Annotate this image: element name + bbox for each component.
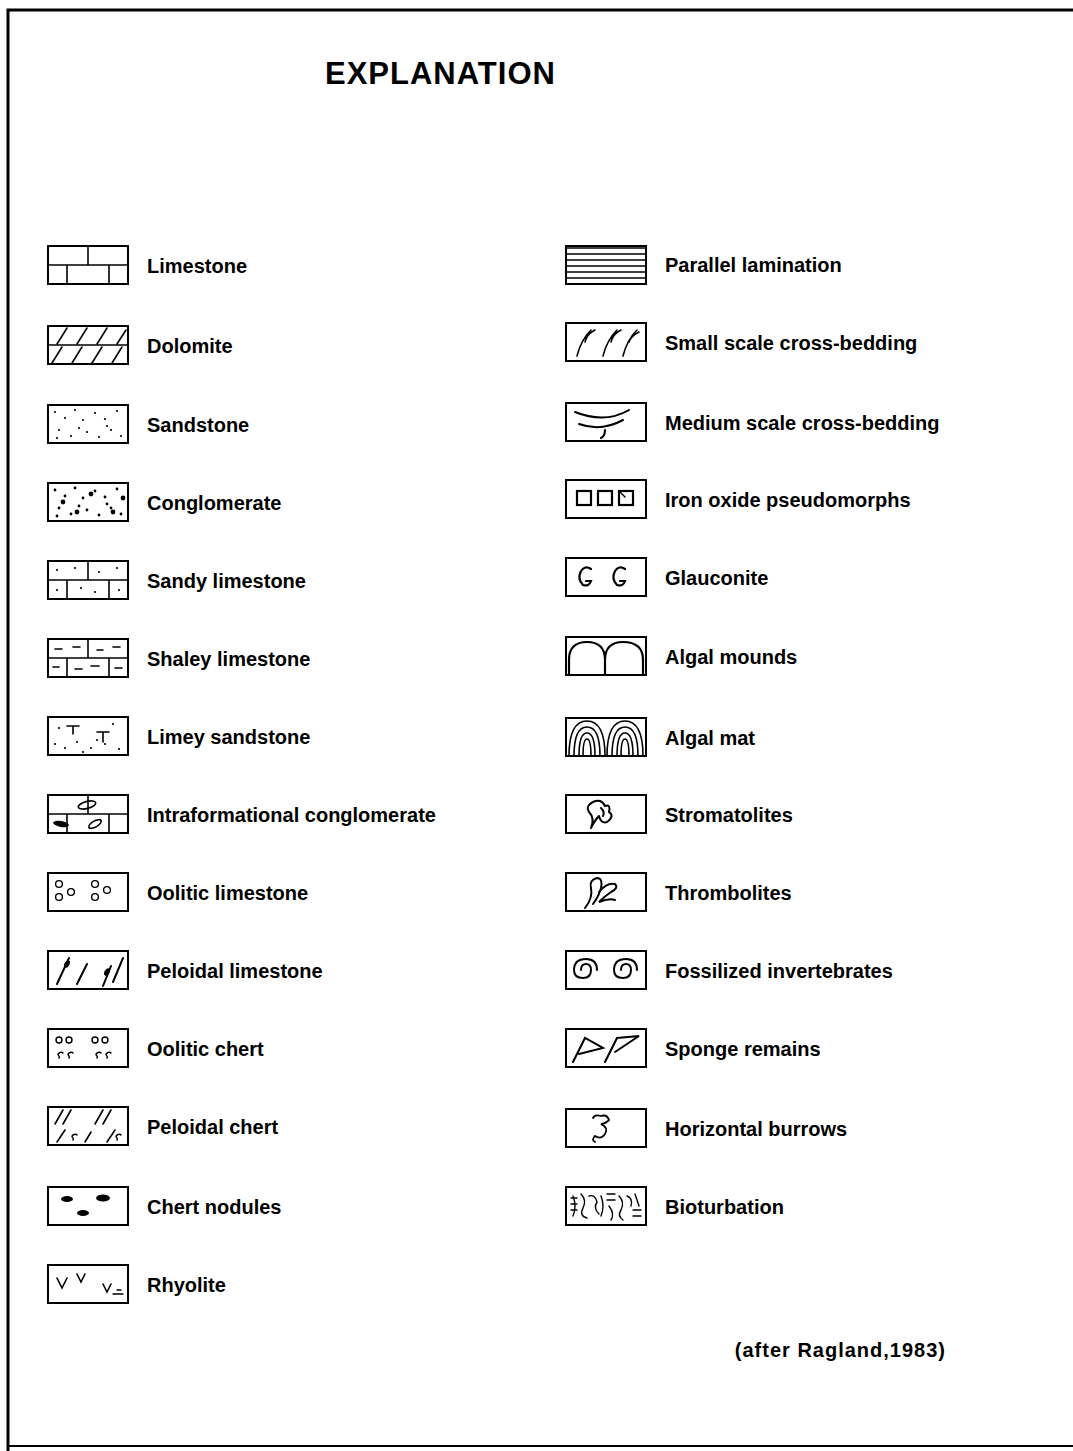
legend-text: Stromatolites (665, 794, 793, 836)
legend-swatch (565, 1028, 648, 1070)
legend-row: Glauconite (565, 557, 772, 599)
legend-swatch (47, 1264, 130, 1306)
legend-swatch (47, 404, 130, 446)
legend-row: Peloidal chert (47, 1106, 282, 1148)
legend-text: Limestone (147, 245, 247, 287)
legend-swatch (565, 244, 648, 286)
legend-row: Medium scale cross-bedding (565, 402, 944, 444)
legend-swatch (47, 872, 130, 914)
legend-text: Chert nodules (147, 1186, 281, 1228)
legend-row: Bioturbation (565, 1186, 788, 1228)
legend-text: Algal mounds (665, 636, 797, 678)
legend-swatch (47, 950, 130, 992)
legend-text: Oolitic limestone (147, 872, 308, 914)
legend-swatch (47, 482, 130, 524)
legend-row: Dolomite (47, 325, 237, 367)
legend-swatch (565, 872, 648, 914)
legend-row: Algal mat (565, 717, 759, 759)
legend-swatch (565, 794, 648, 836)
legend-swatch (565, 1186, 648, 1228)
legend-row: Iron oxide pseudomorphs (565, 479, 915, 521)
legend-text: Oolitic chert (147, 1028, 264, 1070)
legend-text: Sponge remains (665, 1028, 821, 1070)
legend-text: Horizontal burrows (665, 1108, 847, 1150)
legend-row: Stromatolites (565, 794, 797, 836)
legend-row: Small scale cross-bedding (565, 322, 921, 364)
legend-text: Sandstone (147, 404, 249, 446)
legend-text: Peloidal chert (147, 1106, 278, 1148)
legend-text: Fossilized invertebrates (665, 950, 893, 992)
legend-swatch (47, 245, 130, 287)
legend-row: Rhyolite (47, 1264, 230, 1306)
legend-row: Parallel lamination (565, 244, 846, 286)
legend-text: Rhyolite (147, 1264, 226, 1306)
legend-swatch (565, 402, 648, 444)
legend-swatch (565, 479, 648, 521)
legend-swatch (565, 636, 648, 678)
legend-text: Algal mat (665, 717, 755, 759)
legend-row: Oolitic chert (47, 1028, 268, 1070)
legend-row: Conglomerate (47, 482, 285, 524)
diagram-title: EXPLANATION (325, 56, 556, 92)
legend-swatch (47, 560, 130, 602)
legend-text: Shaley limestone (147, 638, 310, 680)
legend-swatch (47, 1106, 130, 1148)
legend-row: Thrombolites (565, 872, 796, 914)
legend-swatch (565, 322, 648, 364)
legend-text: Conglomerate (147, 482, 281, 524)
legend-swatch (47, 325, 130, 367)
legend-text: Peloidal limestone (147, 950, 323, 992)
legend-swatch (47, 1028, 130, 1070)
legend-row: Peloidal limestone (47, 950, 327, 992)
legend-swatch (565, 1108, 648, 1150)
legend-text: Sandy limestone (147, 560, 306, 602)
legend-row: Intraformational conglomerate (47, 794, 440, 836)
legend-swatch (565, 557, 648, 599)
legend-swatch (565, 950, 648, 992)
legend-row: Shaley limestone (47, 638, 314, 680)
legend-row: Limey sandstone (47, 716, 314, 758)
legend-text: Small scale cross-bedding (665, 322, 917, 364)
legend-row: Chert nodules (47, 1186, 285, 1228)
legend-row: Horizontal burrows (565, 1108, 851, 1150)
legend-row: Algal mounds (565, 636, 801, 678)
legend-row: Limestone (47, 245, 251, 287)
legend-text: Thrombolites (665, 872, 792, 914)
legend-text: Bioturbation (665, 1186, 784, 1228)
legend-row: Sandy limestone (47, 560, 310, 602)
legend-row: Oolitic limestone (47, 872, 312, 914)
legend-text: Iron oxide pseudomorphs (665, 479, 911, 521)
legend-row: Sandstone (47, 404, 253, 446)
diagram-caption: (after Ragland,1983) (735, 1339, 946, 1362)
legend-text: Glauconite (665, 557, 768, 599)
legend-swatch (47, 794, 130, 836)
legend-text: Limey sandstone (147, 716, 310, 758)
legend-swatch (47, 716, 130, 758)
legend-swatch (47, 638, 130, 680)
legend-swatch (47, 1186, 130, 1228)
legend-swatch (565, 717, 648, 759)
legend-text: Medium scale cross-bedding (665, 402, 940, 444)
legend-row: Fossilized invertebrates (565, 950, 897, 992)
legend-text: Dolomite (147, 325, 233, 367)
legend-text: Intraformational conglomerate (147, 794, 436, 836)
legend-row: Sponge remains (565, 1028, 825, 1070)
legend-text: Parallel lamination (665, 244, 842, 286)
